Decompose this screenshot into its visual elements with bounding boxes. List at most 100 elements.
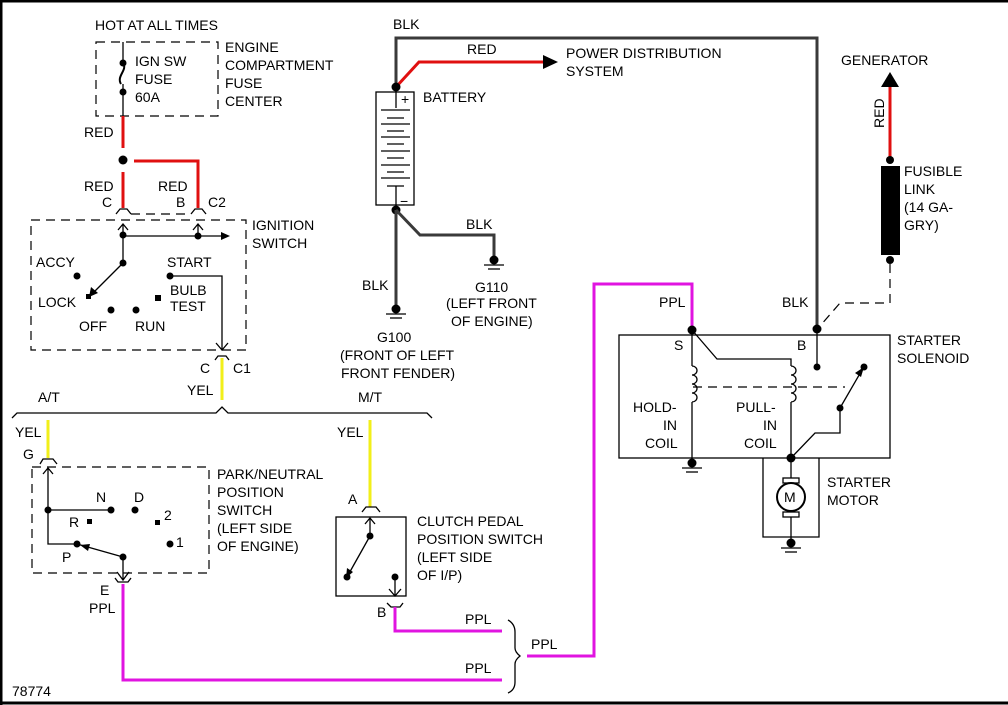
at-branch-label: A/T	[38, 389, 60, 405]
hold-in-coil-label-line3: COIL	[645, 435, 678, 451]
g100-label-line3: FRONT FENDER)	[341, 365, 455, 381]
ground-icon	[786, 538, 796, 548]
wire-label-blk-g100: BLK	[362, 277, 389, 293]
pin-b-label: B	[176, 194, 185, 210]
position-bulb-test-line1: BULB	[170, 282, 207, 298]
wire-label-red-gen: RED	[871, 98, 887, 128]
fuse-icon	[118, 62, 126, 85]
position-start: START	[167, 254, 212, 270]
motor-symbol-label: M	[784, 489, 796, 505]
generator-fusible-link: GENERATOR RED FUSIBLE LINK (14 GA- GRY) …	[782, 52, 962, 327]
connector-c2-label: C2	[208, 194, 226, 210]
battery-icon	[375, 91, 415, 206]
battery: BLK RED POWER DISTRIBUTION SYSTEM + BATT…	[362, 16, 819, 328]
pull-in-coil-label-line3: COIL	[744, 435, 777, 451]
g100-label-line1: G100	[377, 329, 411, 345]
pull-in-coil-label-line1: PULL-	[736, 399, 776, 415]
fuse-center-label-line1: ENGINE	[225, 39, 279, 55]
fusible-link-label-line3: (14 GA-	[904, 199, 953, 215]
pin-b-clutch-label: B	[377, 604, 386, 620]
ignition-switch-label-line2: SWITCH	[252, 235, 307, 251]
wire-label-red-c: RED	[84, 178, 114, 194]
ground-icon	[687, 458, 697, 468]
fuse-label-line3: 60A	[135, 89, 161, 105]
power-distribution-label-line1: POWER DISTRIBUTION	[566, 45, 722, 61]
g110-label-line1: G110	[475, 279, 508, 295]
wire-label-ppl-merged: PPL	[531, 636, 558, 652]
pin-e-label: E	[100, 582, 109, 598]
hold-in-coil-icon	[691, 365, 698, 403]
arrow-up-icon	[881, 72, 899, 87]
position-off: OFF	[79, 318, 107, 334]
g110-label-line2: (LEFT FRONT	[446, 295, 537, 311]
starter-solenoid-label-line1: STARTER	[897, 332, 961, 348]
gear-2-label: 2	[164, 507, 172, 523]
wire-label-yel-main: YEL	[187, 382, 214, 398]
pin-a-label: A	[348, 491, 358, 507]
ground-g110: G110 (LEFT FRONT OF ENGINE)	[446, 255, 537, 329]
gear-r-label: R	[69, 514, 79, 530]
terminal-b-label: B	[797, 337, 806, 353]
battery-plus-label: +	[401, 91, 409, 107]
pull-in-coil-icon	[790, 365, 797, 403]
fusible-link-label-line2: LINK	[904, 181, 936, 197]
generator-label: GENERATOR	[841, 52, 928, 68]
splice-dot	[118, 155, 128, 165]
fusible-link-label-line4: GRY)	[904, 217, 939, 233]
pnp-switch-label-line3: SWITCH	[217, 502, 272, 518]
terminal-s-label: S	[674, 337, 683, 353]
clutch-switch-label-line3: (LEFT SIDE	[417, 549, 492, 565]
connector-c1-label: C1	[233, 360, 251, 376]
clutch-switch-label-line4: OF I/P)	[417, 567, 462, 583]
merge-brace	[507, 619, 522, 694]
ignition-switch-label-line1: IGNITION	[252, 217, 314, 233]
starter-solenoid-label-line2: SOLENOID	[897, 350, 969, 366]
fuse-center-label-line2: COMPARTMENT	[225, 57, 334, 73]
pnp-switch-label-line4: (LEFT SIDE	[217, 520, 292, 536]
position-run: RUN	[135, 318, 165, 334]
battery-minus-label: −	[400, 193, 408, 209]
wire-label-ppl-e: PPL	[89, 600, 116, 616]
pnp-switch-label-line1: PARK/NEUTRAL	[217, 466, 324, 482]
gear-d-label: D	[134, 489, 144, 505]
pull-in-coil-label-line2: IN	[763, 417, 777, 433]
pnp-switch-label-line5: OF ENGINE)	[217, 538, 299, 554]
fuse-center: HOT AT ALL TIMES IGN SW FUSE 60A ENGINE …	[95, 17, 334, 117]
wire-label-ppl-clutch: PPL	[465, 611, 492, 627]
gear-n-label: N	[96, 489, 106, 505]
pnp-switch-label-line2: POSITION	[217, 484, 284, 500]
wire-label-blk-g110: BLK	[466, 216, 493, 232]
wire-label-red: RED	[84, 124, 114, 140]
position-lock: LOCK	[38, 294, 77, 310]
gear-p-label: P	[62, 549, 71, 565]
arrow-right-icon	[221, 232, 230, 240]
clutch-pedal-switch: A CLUTCH PEDAL POSITION SWITCH (LEFT SID…	[335, 491, 543, 620]
g100-label-line2: (FRONT OF LEFT	[340, 347, 455, 363]
pin-g-label: G	[23, 446, 34, 462]
hot-at-all-times-label: HOT AT ALL TIMES	[95, 17, 218, 33]
hold-in-coil-label-line1: HOLD-	[633, 399, 677, 415]
park-neutral-switch: G N D R 2 1 P PARK/NEUTRAL POSITION SWIT…	[23, 446, 324, 616]
hold-in-coil-label-line2: IN	[663, 417, 677, 433]
motor-icon	[776, 482, 806, 512]
clutch-switch-label-line2: POSITION SWITCH	[417, 531, 543, 547]
g110-label-line3: OF ENGINE)	[451, 313, 533, 329]
position-bulb-test-line2: TEST	[170, 298, 206, 314]
ignition-switch: IGNITION SWITCH ACCY LOCK OFF RUN START …	[30, 217, 314, 376]
branch-bracket	[11, 406, 433, 419]
starter-motor: M STARTER MOTOR	[762, 458, 891, 553]
pin-c-label: C	[102, 194, 112, 210]
ground-g100: G100 (FRONT OF LEFT FRONT FENDER)	[340, 304, 455, 381]
starter-solenoid: S B STARTER SOLENOID HOLD- IN COIL PULL-…	[618, 324, 969, 473]
wire-label-red-pds: RED	[467, 41, 497, 57]
gear-1-label: 1	[176, 534, 184, 550]
power-distribution-label-line2: SYSTEM	[566, 63, 624, 79]
battery-label: BATTERY	[423, 89, 487, 105]
yellow-wire-branch: YEL A/T M/T YEL YEL	[11, 358, 433, 507]
ground-icon	[489, 255, 499, 265]
wire-label-ppl-lower: PPL	[465, 660, 492, 676]
position-accy: ACCY	[36, 254, 76, 270]
fusible-link-icon	[881, 166, 900, 255]
